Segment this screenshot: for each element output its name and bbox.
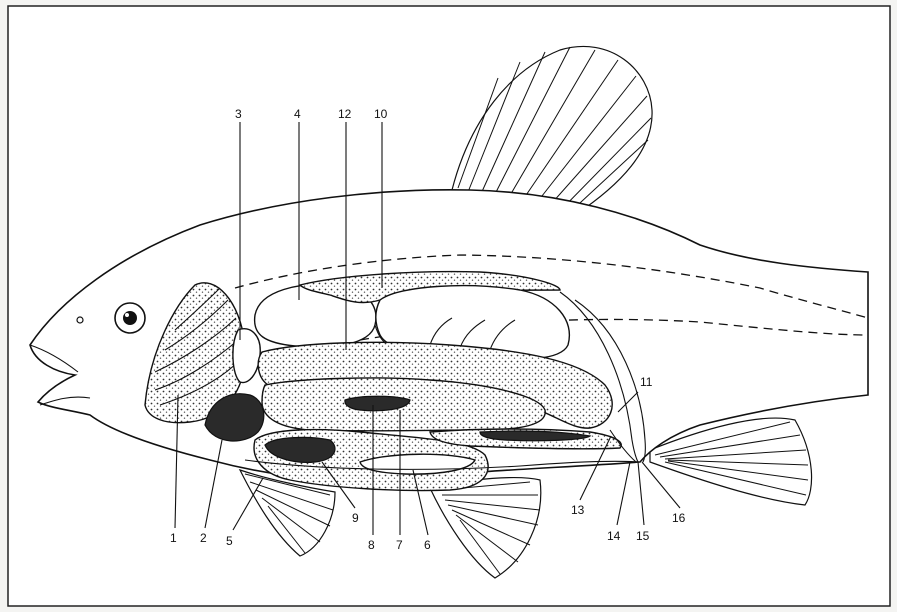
label-2: 2 — [200, 531, 207, 545]
label-10: 10 — [374, 107, 388, 121]
label-4: 4 — [294, 107, 301, 121]
label-11: 11 — [640, 375, 653, 389]
label-6: 6 — [424, 538, 431, 552]
label-8: 8 — [368, 538, 375, 552]
eye-icon — [115, 303, 145, 333]
label-13: 13 — [571, 503, 585, 517]
label-15: 15 — [636, 529, 650, 543]
label-12: 12 — [338, 107, 352, 121]
label-9: 9 — [352, 511, 359, 525]
label-3: 3 — [235, 107, 242, 121]
label-1: 1 — [170, 531, 177, 545]
label-16: 16 — [672, 511, 686, 525]
label-14: 14 — [607, 529, 621, 543]
label-7: 7 — [396, 538, 403, 552]
label-5: 5 — [226, 534, 233, 548]
